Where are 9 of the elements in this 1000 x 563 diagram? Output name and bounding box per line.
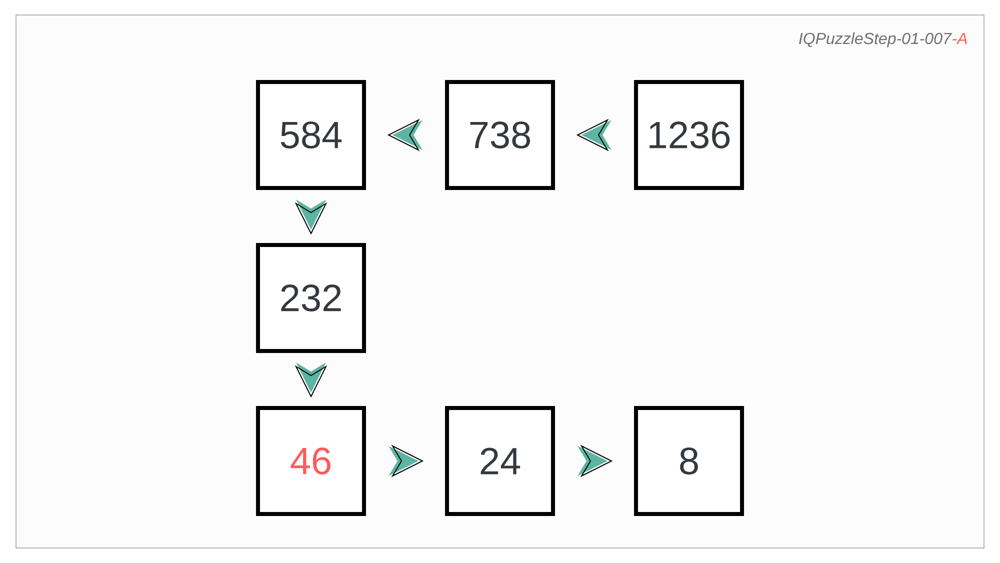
number-box: 24 — [445, 406, 555, 516]
number-box: 8 — [634, 406, 744, 516]
puzzle-code: -A — [952, 33, 967, 44]
number-box: 1236 — [634, 80, 744, 190]
puzzle-code: IQPuzzleStep-01-007 — [799, 32, 952, 48]
number-box: 46 — [256, 406, 366, 516]
number-box: 738 — [445, 80, 555, 190]
number-box: 232 — [256, 243, 366, 353]
number-box: 584 — [256, 80, 366, 190]
